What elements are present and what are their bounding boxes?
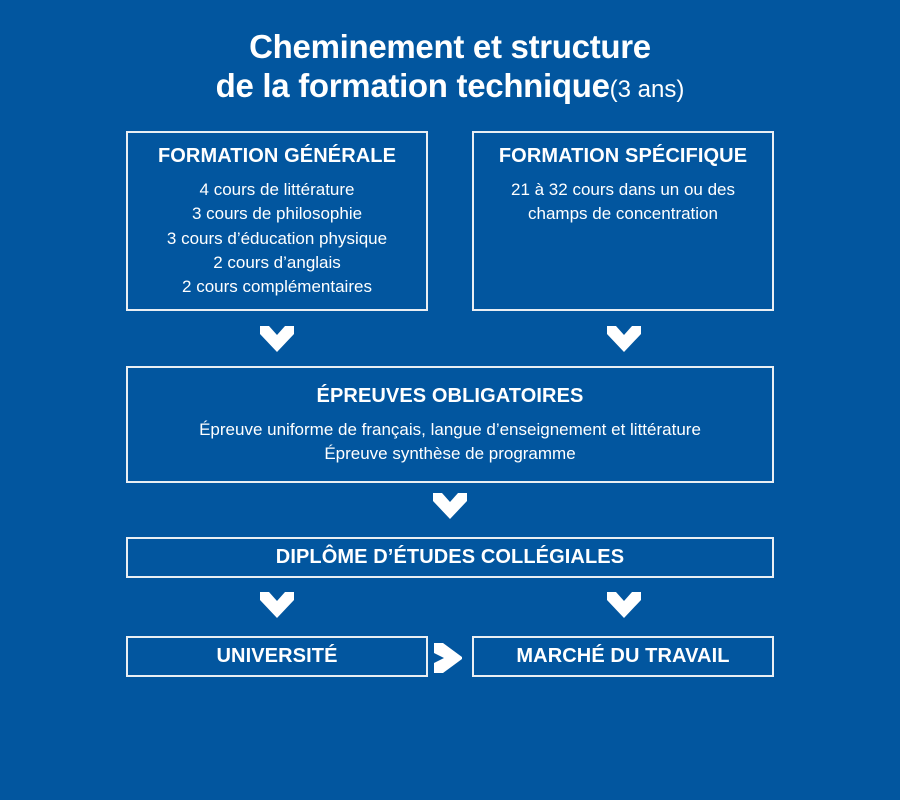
chevron-down-icon	[433, 493, 467, 519]
list-item: Épreuve synthèse de programme	[324, 444, 576, 464]
box-epreuves-obligatoires: ÉPREUVES OBLIGATOIRES Épreuve uniforme d…	[126, 366, 774, 483]
box-universite-heading: UNIVERSITÉ	[216, 645, 338, 667]
box-marche-heading: MARCHÉ DU TRAVAIL	[516, 645, 730, 667]
title-line-1: Cheminement et structure	[249, 28, 651, 65]
chevron-right-icon	[434, 643, 462, 673]
box-formation-specifique: FORMATION SPÉCIFIQUE 21 à 32 cours dans …	[472, 131, 774, 311]
list-item: 4 cours de littérature	[199, 180, 355, 199]
box-formation-generale-heading: FORMATION GÉNÉRALE	[157, 145, 397, 167]
page-title: Cheminement et structure de la formation…	[0, 28, 900, 105]
list-item: Épreuve uniforme de français, langue d’e…	[199, 420, 701, 439]
title-duration: (3 ans)	[609, 75, 685, 103]
list-item: 3 cours de philosophie	[191, 204, 363, 224]
chevron-down-icon	[607, 326, 641, 352]
chevron-down-icon	[260, 326, 294, 352]
box-formation-specifique-body: 21 à 32 cours dans un ou des champs de c…	[474, 178, 772, 227]
list-item: 3 cours d’éducation physique	[166, 228, 388, 248]
box-formation-specifique-heading: FORMATION SPÉCIFIQUE	[498, 145, 748, 167]
box-epreuves-body: Épreuve uniforme de français, langue d’e…	[128, 418, 772, 467]
title-line-2-main: de la formation technique	[215, 66, 610, 104]
chevron-down-icon	[607, 592, 641, 618]
box-formation-generale: FORMATION GÉNÉRALE 4 cours de littératur…	[126, 131, 428, 311]
chevron-down-icon	[260, 592, 294, 618]
box-diplome-heading: DIPLÔME D’ÉTUDES COLLÉGIALES	[275, 546, 625, 568]
box-formation-generale-body: 4 cours de littérature 3 cours de philos…	[128, 178, 426, 299]
box-universite: UNIVERSITÉ	[126, 636, 428, 677]
box-epreuves-heading: ÉPREUVES OBLIGATOIRES	[316, 385, 584, 407]
list-item: 21 à 32 cours dans un ou des champs de c…	[511, 180, 735, 224]
box-marche-du-travail: MARCHÉ DU TRAVAIL	[472, 636, 774, 677]
title-line-2: de la formation technique(3 ans)	[0, 67, 900, 106]
box-diplome-etudes-collegiales: DIPLÔME D’ÉTUDES COLLÉGIALES	[126, 537, 774, 578]
list-item: 2 cours complémentaires	[182, 277, 372, 297]
list-item: 2 cours d’anglais	[213, 252, 341, 272]
